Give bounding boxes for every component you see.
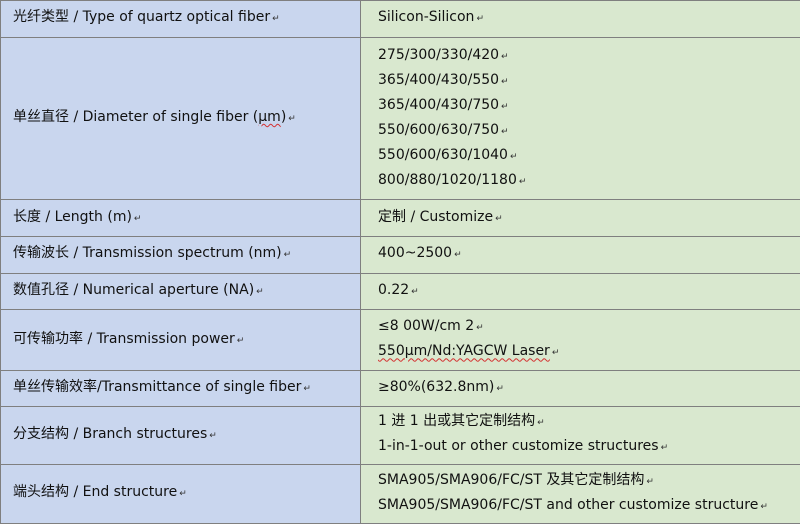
paragraph-mark-icon: ↵ [518, 176, 527, 187]
spec-value: 365/400/430/550 [378, 71, 500, 88]
paragraph-mark-icon: ↵ [283, 250, 292, 261]
spec-label: 单丝传输效率/Transmittance of single fiber [13, 379, 302, 396]
spec-label-cell: 长度 / Length (m)↵ [0, 199, 361, 238]
spec-value: 550/600/630/750 [378, 121, 500, 138]
spec-value: 0.22 [378, 281, 410, 298]
spec-label-cell: 可传输功率 / Transmission power↵ [0, 309, 361, 372]
spec-value: 365/400/430/750 [378, 96, 500, 113]
spec-value: 定制 / Customize [378, 208, 494, 225]
spec-label-cell: 光纤类型 / Type of quartz optical fiber↵ [0, 0, 361, 38]
paragraph-mark-icon: ↵ [133, 213, 142, 224]
paragraph-mark-icon: ↵ [496, 384, 504, 395]
spec-value-cell: ≤8 00W/cm 2↵ 550μm/Nd:YAGCW Laser↵ [360, 309, 800, 372]
spec-value-cell: 定制 / Customize↵ [360, 199, 800, 238]
spec-value-cell: 275/300/330/420↵ 365/400/430/550↵ 365/40… [360, 36, 800, 201]
spec-label: 分支结构 / Branch structures [13, 425, 208, 442]
paragraph-mark-icon: ↵ [476, 14, 484, 25]
paragraph-mark-icon: ↵ [476, 323, 484, 334]
table-row: 可传输功率 / Transmission power↵ ≤8 00W/cm 2↵… [0, 309, 800, 372]
table-row: 数值孔径 / Numerical aperture (NA)↵ 0.22↵ [0, 272, 800, 311]
spec-label: 光纤类型 / Type of quartz optical fiber [13, 9, 271, 26]
table-row: 传输波长 / Transmission spectrum (nm)↵ 400~2… [0, 236, 800, 274]
spec-label: 可传输功率 / Transmission power [13, 330, 235, 347]
spec-label: 传输波长 / Transmission spectrum (nm) [13, 245, 282, 262]
spec-value: 550μm/Nd:YAGCW Laser [378, 343, 550, 360]
spec-value-cell: ≥80%(632.8nm)↵ [360, 370, 800, 407]
paragraph-mark-icon: ↵ [236, 335, 245, 346]
spec-label-cell: 端头结构 / End structure↵ [0, 463, 361, 525]
spec-label: 端头结构 / End structure [13, 484, 178, 501]
paragraph-mark-icon: ↵ [551, 348, 560, 359]
table-row: 单丝直径 / Diameter of single fiber (μm)↵ 27… [0, 36, 800, 201]
paragraph-mark-icon: ↵ [501, 101, 509, 112]
spec-label-cell: 传输波长 / Transmission spectrum (nm)↵ [0, 236, 361, 274]
spec-value: Silicon-Silicon [378, 9, 475, 26]
paragraph-mark-icon: ↵ [501, 76, 509, 87]
paragraph-mark-icon: ↵ [660, 443, 669, 454]
paragraph-mark-icon: ↵ [501, 126, 509, 137]
paragraph-mark-icon: ↵ [272, 14, 280, 25]
table-row: 长度 / Length (m)↵ 定制 / Customize↵ [0, 199, 800, 238]
spec-label: 长度 / Length (m) [13, 208, 132, 225]
paragraph-mark-icon: ↵ [495, 213, 503, 224]
table-row: 单丝传输效率/Transmittance of single fiber↵ ≥8… [0, 370, 800, 407]
paragraph-mark-icon: ↵ [501, 51, 509, 62]
spec-value-cell: 0.22↵ [360, 272, 800, 311]
spec-label: 数值孔径 / Numerical aperture (NA) [13, 281, 255, 298]
spell-check-word: μm [258, 109, 281, 126]
paragraph-mark-icon: ↵ [537, 418, 545, 429]
spec-value: ≤8 00W/cm 2 [378, 318, 475, 335]
paragraph-mark-icon: ↵ [256, 286, 264, 297]
spec-value: SMA905/SMA906/FC/ST and other customize … [378, 496, 759, 513]
paragraph-mark-icon: ↵ [454, 250, 462, 261]
spec-value-cell: SMA905/SMA906/FC/ST 及其它定制结构↵ SMA905/SMA9… [360, 463, 800, 525]
spec-value: SMA905/SMA906/FC/ST 及其它定制结构 [378, 471, 645, 488]
paragraph-mark-icon: ↵ [760, 501, 768, 512]
spec-value: 550/600/630/1040 [378, 146, 508, 163]
spec-value: 1-in-1-out or other customize structures [378, 438, 659, 455]
spec-value: 800/880/1020/1180 [378, 171, 517, 188]
spec-value: ≥80%(632.8nm) [378, 379, 495, 396]
paragraph-mark-icon: ↵ [209, 430, 217, 441]
spec-value-cell: 1 进 1 出或其它定制结构↵ 1-in-1-out or other cust… [360, 405, 800, 465]
table-row: 分支结构 / Branch structures↵ 1 进 1 出或其它定制结构… [0, 405, 800, 465]
spec-value: 400~2500 [378, 245, 453, 262]
spec-label: 单丝直径 / Diameter of single fiber (μm) [13, 109, 287, 126]
paragraph-mark-icon: ↵ [288, 114, 296, 125]
spec-label-cell: 单丝传输效率/Transmittance of single fiber↵ [0, 370, 361, 407]
spec-value-cell: 400~2500↵ [360, 236, 800, 274]
spec-value: 275/300/330/420 [378, 46, 500, 63]
spec-value-cell: Silicon-Silicon↵ [360, 0, 800, 38]
table-row: 端头结构 / End structure↵ SMA905/SMA906/FC/S… [0, 463, 800, 525]
spec-label-cell: 单丝直径 / Diameter of single fiber (μm)↵ [0, 36, 361, 201]
paragraph-mark-icon: ↵ [411, 286, 419, 297]
spec-value: 1 进 1 出或其它定制结构 [378, 413, 536, 430]
table-row: 光纤类型 / Type of quartz optical fiber↵ Sil… [0, 0, 800, 38]
spec-label-cell: 分支结构 / Branch structures↵ [0, 405, 361, 465]
paragraph-mark-icon: ↵ [646, 476, 654, 487]
paragraph-mark-icon: ↵ [509, 151, 518, 162]
spec-label-cell: 数值孔径 / Numerical aperture (NA)↵ [0, 272, 361, 311]
paragraph-mark-icon: ↵ [179, 489, 187, 500]
paragraph-mark-icon: ↵ [303, 384, 311, 395]
